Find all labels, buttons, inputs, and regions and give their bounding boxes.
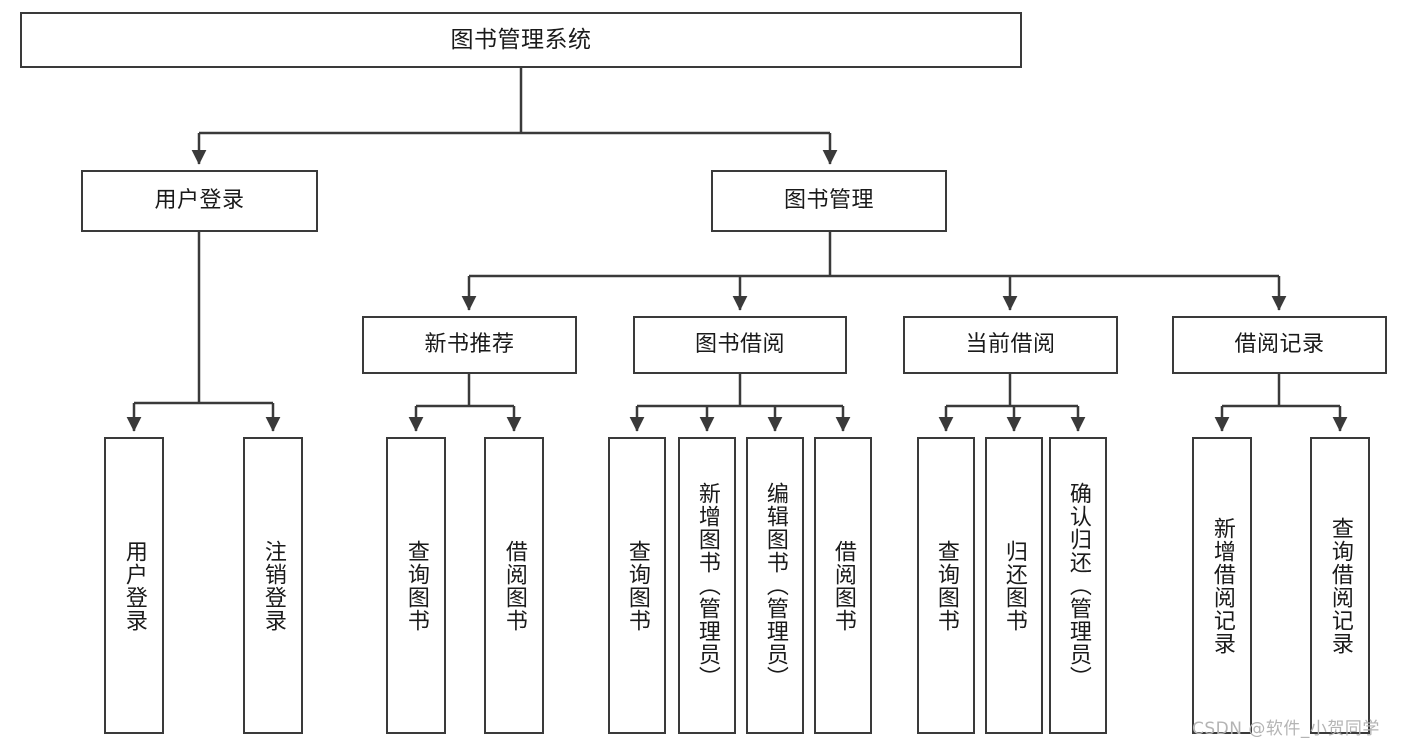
leaf-query-book-label: 查询图书 <box>624 539 650 632</box>
node-borrow-record-label: 借阅记录 <box>1234 332 1325 358</box>
leaf-confirm-return-admin[interactable]: 确认归还（管理员） <box>1049 437 1107 734</box>
leaf-borrow-book-recommend-label: 借阅图书 <box>501 539 527 632</box>
csdn-watermark: CSDN @软件_小贺同学 <box>1192 719 1380 739</box>
leaf-logout-label: 注销登录 <box>260 539 286 632</box>
leaf-add-book-admin[interactable]: 新增图书（管理员） <box>678 437 736 734</box>
node-book-management[interactable]: 图书管理 <box>711 170 947 232</box>
leaf-query-book-recommend-label: 查询图书 <box>403 539 429 632</box>
node-borrow-record[interactable]: 借阅记录 <box>1172 316 1387 374</box>
leaf-user-login-label: 用户登录 <box>121 539 147 632</box>
node-current-borrow-label: 当前借阅 <box>965 332 1056 358</box>
node-root[interactable]: 图书管理系统 <box>20 12 1022 68</box>
leaf-query-book-current-label: 查询图书 <box>933 539 959 632</box>
node-book-borrow-label: 图书借阅 <box>694 332 785 358</box>
leaf-logout[interactable]: 注销登录 <box>243 437 303 734</box>
node-root-label: 图书管理系统 <box>450 26 592 53</box>
leaf-query-book[interactable]: 查询图书 <box>608 437 666 734</box>
leaf-edit-book-admin[interactable]: 编辑图书（管理员） <box>746 437 804 734</box>
node-user-login[interactable]: 用户登录 <box>81 170 318 232</box>
leaf-return-book[interactable]: 归还图书 <box>985 437 1043 734</box>
node-new-book-recommend[interactable]: 新书推荐 <box>362 316 577 374</box>
leaf-confirm-return-admin-label: 确认归还（管理员） <box>1065 482 1091 689</box>
node-book-borrow[interactable]: 图书借阅 <box>633 316 847 374</box>
leaf-user-login[interactable]: 用户登录 <box>104 437 164 734</box>
leaf-return-book-label: 归还图书 <box>1001 539 1027 632</box>
leaf-borrow-book[interactable]: 借阅图书 <box>814 437 872 734</box>
leaf-add-borrow-record-label: 新增借阅记录 <box>1209 516 1235 655</box>
node-new-book-recommend-label: 新书推荐 <box>424 332 515 358</box>
node-user-login-label: 用户登录 <box>154 188 245 214</box>
leaf-add-book-admin-label: 新增图书（管理员） <box>694 482 720 689</box>
leaf-borrow-book-label: 借阅图书 <box>830 539 856 632</box>
leaf-edit-book-admin-label: 编辑图书（管理员） <box>762 482 788 689</box>
leaf-query-book-current[interactable]: 查询图书 <box>917 437 975 734</box>
leaf-query-borrow-record-label: 查询借阅记录 <box>1327 516 1353 655</box>
node-current-borrow[interactable]: 当前借阅 <box>903 316 1118 374</box>
leaf-query-book-recommend[interactable]: 查询图书 <box>386 437 446 734</box>
leaf-borrow-book-recommend[interactable]: 借阅图书 <box>484 437 544 734</box>
leaf-query-borrow-record[interactable]: 查询借阅记录 <box>1310 437 1370 734</box>
node-book-management-label: 图书管理 <box>783 188 874 214</box>
leaf-add-borrow-record[interactable]: 新增借阅记录 <box>1192 437 1252 734</box>
